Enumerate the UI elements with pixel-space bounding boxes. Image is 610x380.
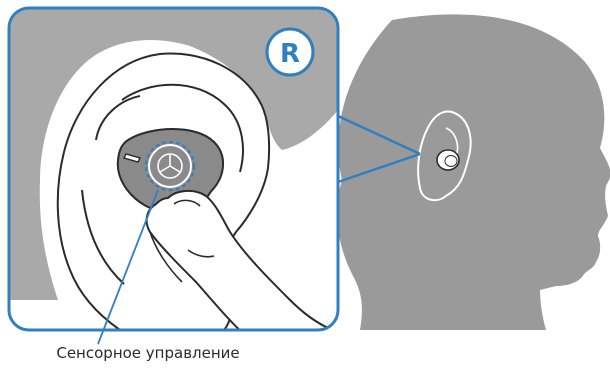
touch-control-caption: Сенсорное управление [28,344,268,362]
side-badge-letter: R [280,39,300,69]
earbud-small-inner [445,156,457,167]
head-silhouette [337,14,610,330]
